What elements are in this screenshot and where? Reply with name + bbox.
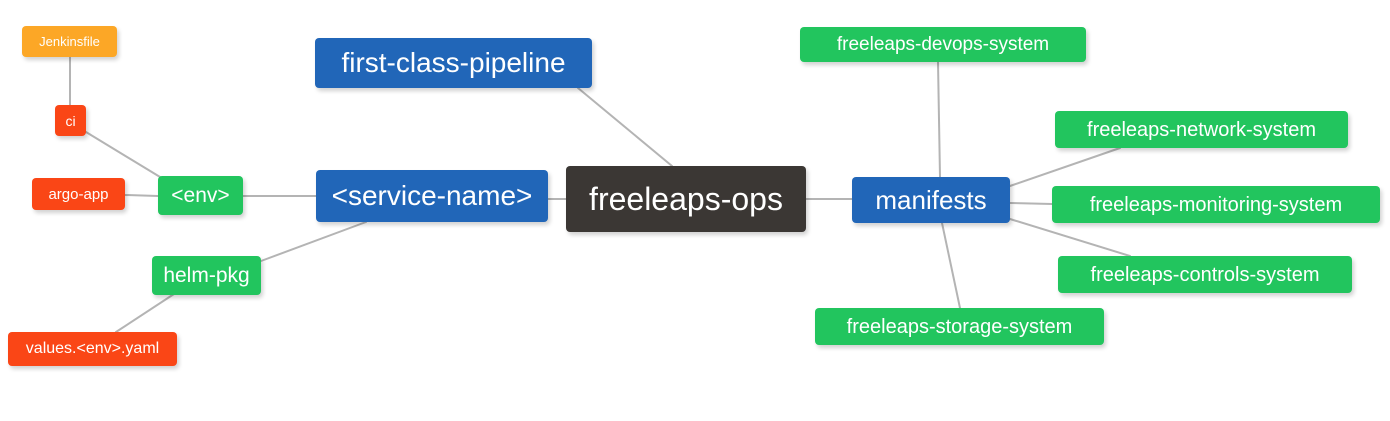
node-ci[interactable]: ci — [55, 105, 86, 136]
node-label-jenkinsfile: Jenkinsfile — [39, 34, 100, 49]
edge-first-class-pipeline-to-freeleaps-ops — [577, 87, 673, 167]
node-values-yaml[interactable]: values.<env>.yaml — [8, 332, 177, 366]
node-freeleaps-monitoring-system[interactable]: freeleaps-monitoring-system — [1052, 186, 1380, 223]
edge-service-name-to-helm-pkg — [260, 221, 367, 262]
node-jenkinsfile[interactable]: Jenkinsfile — [22, 26, 117, 57]
node-label-freeleaps-devops-system: freeleaps-devops-system — [836, 34, 1050, 55]
edge-manifests-to-freeleaps-storage-system — [941, 222, 961, 309]
node-env[interactable]: <env> — [158, 176, 243, 215]
node-label-argo-app: argo-app — [48, 185, 109, 203]
edge-helm-pkg-to-values-yaml — [115, 293, 175, 333]
edge-ci-to-env — [85, 131, 166, 181]
edge-argo-app-to-env — [124, 194, 159, 197]
node-label-helm-pkg: helm-pkg — [163, 264, 250, 287]
node-label-env: <env> — [171, 184, 230, 207]
node-freeleaps-network-system[interactable]: freeleaps-network-system — [1055, 111, 1348, 148]
node-freeleaps-controls-system[interactable]: freeleaps-controls-system — [1058, 256, 1352, 293]
edge-manifests-to-freeleaps-controls-system — [1009, 218, 1131, 257]
node-label-freeleaps-ops: freeleaps-ops — [589, 181, 783, 217]
node-service-name[interactable]: <service-name> — [316, 170, 548, 222]
edge-manifests-to-freeleaps-network-system — [1009, 147, 1121, 187]
node-label-first-class-pipeline: first-class-pipeline — [341, 47, 566, 78]
node-label-freeleaps-monitoring-system: freeleaps-monitoring-system — [1089, 193, 1343, 216]
edge-manifests-to-freeleaps-devops-system — [937, 61, 941, 178]
edge-manifests-to-freeleaps-monitoring-system — [1009, 202, 1053, 205]
node-freeleaps-ops[interactable]: freeleaps-ops — [566, 166, 806, 232]
node-first-class-pipeline[interactable]: first-class-pipeline — [315, 38, 592, 88]
node-label-freeleaps-network-system: freeleaps-network-system — [1087, 118, 1316, 141]
node-label-freeleaps-storage-system: freeleaps-storage-system — [846, 315, 1073, 338]
node-label-ci: ci — [65, 112, 76, 129]
node-manifests[interactable]: manifests — [852, 177, 1010, 223]
node-label-freeleaps-controls-system: freeleaps-controls-system — [1090, 263, 1320, 286]
node-argo-app[interactable]: argo-app — [32, 178, 125, 210]
node-helm-pkg[interactable]: helm-pkg — [152, 256, 261, 295]
node-label-values-yaml: values.<env>.yaml — [25, 340, 160, 357]
node-freeleaps-devops-system[interactable]: freeleaps-devops-system — [800, 27, 1086, 62]
node-label-service-name: <service-name> — [331, 180, 533, 211]
node-label-manifests: manifests — [875, 185, 987, 215]
node-freeleaps-storage-system[interactable]: freeleaps-storage-system — [815, 308, 1104, 345]
